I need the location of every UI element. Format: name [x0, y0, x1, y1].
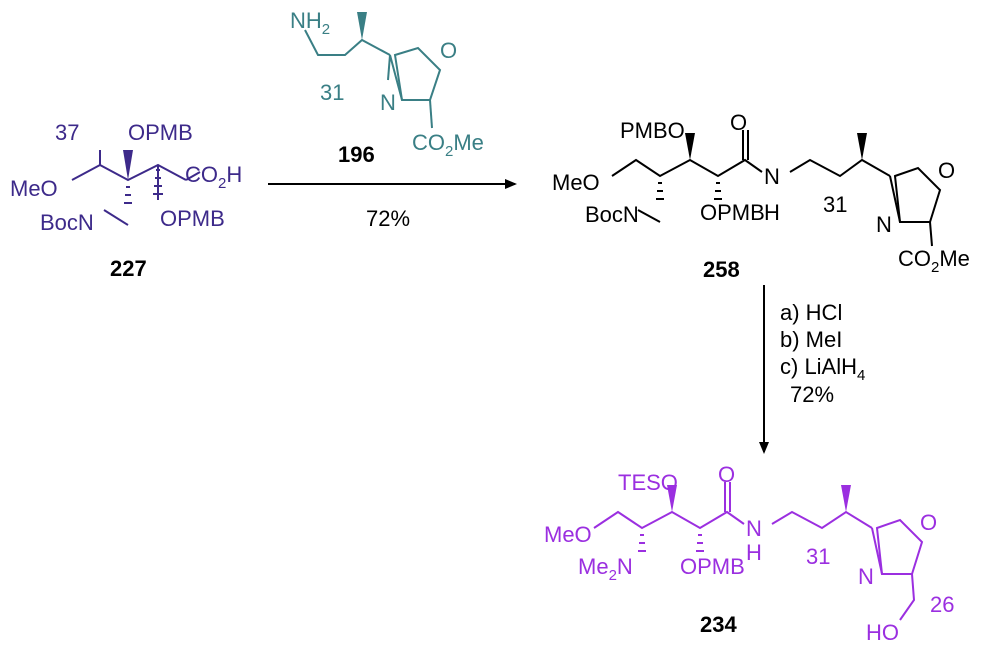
atom-number-31: 31 [806, 544, 830, 569]
step2-yield: 72% [790, 382, 834, 407]
co2me-label: CO2Me [412, 130, 484, 160]
oxazole-o-label: O [440, 38, 457, 63]
compound-number-196: 196 [338, 142, 375, 167]
ho-label: HO [866, 620, 899, 645]
co2me-label: CO2Me [898, 246, 970, 276]
compound-number-234: 234 [700, 612, 737, 637]
atom-number-26: 26 [930, 592, 954, 617]
meo-label: MeO [552, 170, 600, 195]
carbonyl-o-label: O [718, 462, 735, 487]
amide-h-label: H [764, 200, 780, 225]
compound-number-227: 227 [110, 256, 147, 281]
oxazole-n-label: N [858, 564, 874, 589]
nh2-label: NH2 [290, 8, 330, 38]
me2n-label: Me2N [578, 554, 633, 584]
meo-label: MeO [544, 522, 592, 547]
step2-reagent-a: a) HCl [780, 300, 842, 325]
oxazole-o-label: O [920, 510, 937, 535]
atom-number-37: 37 [55, 120, 79, 145]
carbonyl-o-label: O [730, 110, 747, 135]
step1-yield: 72% [366, 206, 410, 231]
oxazole-n-label: N [876, 212, 892, 237]
compound-196 [304, 29, 442, 129]
oxazole-n-label: N [380, 90, 396, 115]
opmb-label: OPMB [700, 200, 765, 225]
co2h-label: CO2H [185, 162, 242, 192]
amide-n-label: N [764, 164, 780, 189]
compound-227-wedges [123, 150, 163, 204]
teso-label: TESO [618, 470, 678, 495]
step2-reagent-c: c) LiAlH4 [780, 354, 865, 384]
opmb-label: OPMB [680, 554, 745, 579]
meo-label: MeO [10, 176, 58, 201]
pmbo-label: PMBO [620, 118, 685, 143]
opmb-top-label: OPMB [128, 120, 193, 145]
oxazole-o-label: O [938, 158, 955, 183]
opmb-bottom-label: OPMB [160, 206, 225, 231]
compound-196-wedge [357, 12, 367, 40]
atom-number-31: 31 [823, 192, 847, 217]
bocn-label: BocN [585, 202, 639, 227]
bocn-label: BocN [40, 210, 94, 235]
compound-258-wedges [656, 133, 867, 200]
amide-n-label: N [746, 516, 762, 541]
atom-number-31: 31 [320, 80, 344, 105]
amide-h-label: H [746, 540, 762, 565]
compound-234 [593, 482, 924, 621]
compound-234-wedges [638, 485, 851, 552]
step2-reagent-b: b) MeI [780, 327, 842, 352]
compound-number-258: 258 [703, 257, 740, 282]
